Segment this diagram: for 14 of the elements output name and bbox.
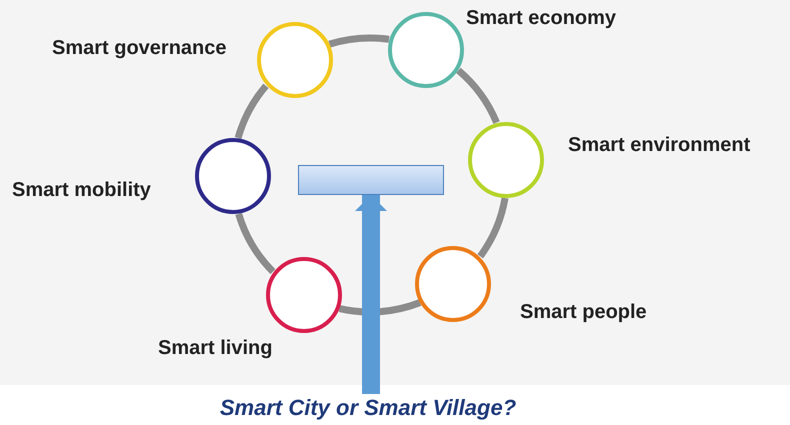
node-label: Smart people [520, 300, 647, 324]
node-label: Smart environment [568, 132, 750, 157]
ring-segment [234, 84, 269, 140]
node-label: Smart economy [466, 6, 616, 30]
ring-segment [235, 212, 276, 274]
caption-text: Smart City or Smart Village? [220, 395, 516, 420]
node-label: Smart governance [52, 36, 227, 60]
bar-shape [298, 165, 444, 195]
ring-segment [477, 197, 508, 258]
ring-segment [328, 34, 390, 48]
node-label: Smart living [158, 336, 272, 360]
ring-segment [456, 68, 500, 124]
arrow [355, 195, 387, 394]
node-label: Smart mobility [12, 178, 151, 202]
